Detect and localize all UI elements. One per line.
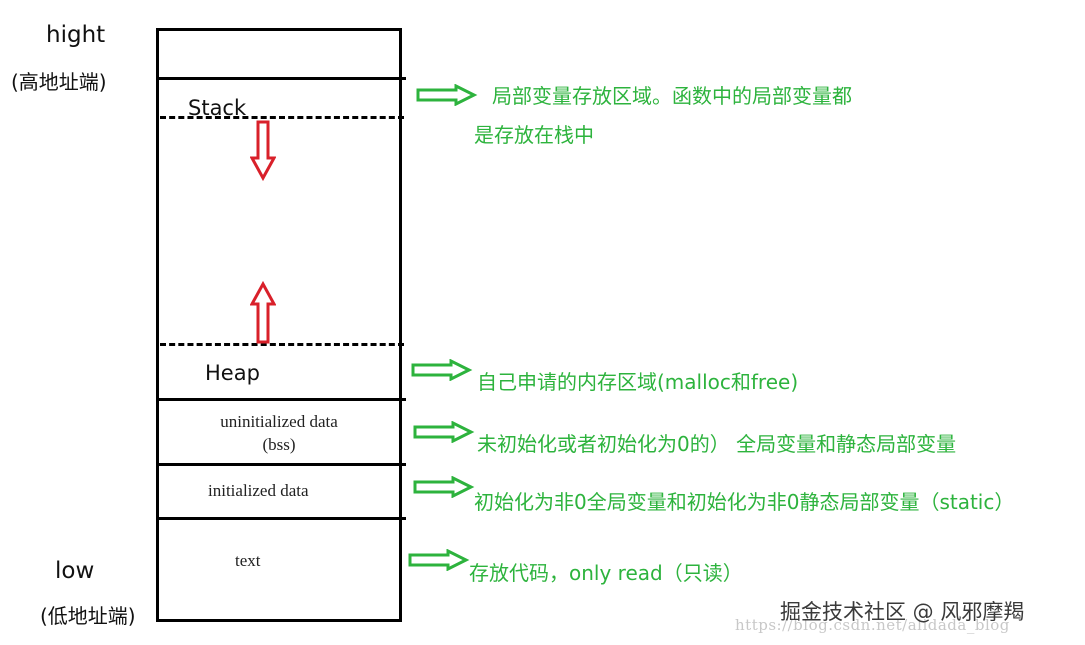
- stack-pointer-arrow-icon: [416, 84, 478, 106]
- bss-annotation: 未初始化或者初始化为0的） 全局变量和静态局部变量: [477, 432, 957, 456]
- high-address-sublabel: (高地址端): [11, 70, 107, 94]
- divider-bss-data: [156, 463, 406, 466]
- divider-heap-bss: [156, 398, 406, 401]
- high-address-label: hight: [46, 22, 106, 48]
- bss-segment-label-line1: uninitialized data: [220, 412, 338, 431]
- text-pointer-arrow-icon: [408, 549, 470, 571]
- heap-growth-up-arrow-icon: [250, 281, 276, 344]
- watermark-brand: 掘金技术社区 @ 风邪摩羯: [780, 600, 1025, 624]
- stack-annotation-line2: 是存放在栈中: [474, 123, 594, 147]
- stack-dashed-boundary: [160, 116, 404, 119]
- memory-block: [156, 28, 402, 622]
- bss-pointer-arrow-icon: [413, 421, 475, 443]
- heap-pointer-arrow-icon: [411, 359, 473, 381]
- heap-dashed-boundary: [160, 343, 404, 346]
- low-address-label: low: [55, 558, 95, 584]
- heap-segment-label: Heap: [205, 361, 260, 385]
- data-pointer-arrow-icon: [413, 476, 475, 498]
- divider-data-text: [156, 517, 406, 520]
- text-segment-label: text: [235, 551, 261, 570]
- stack-annotation-line1: 局部变量存放区域。函数中的局部变量都: [492, 84, 852, 108]
- bss-segment-label-line2: (bss): [262, 435, 296, 454]
- text-annotation: 存放代码，only read（只读）: [469, 561, 743, 585]
- data-annotation: 初始化为非0全局变量和初始化为非0静态局部变量（static）: [474, 490, 1015, 514]
- low-address-sublabel: (低地址端): [40, 604, 136, 628]
- stack-growth-down-arrow-icon: [250, 120, 276, 182]
- watermark-url: https://blog.csdn.net/alidada_blog: [735, 616, 1010, 634]
- divider-top-stack: [156, 77, 406, 80]
- data-segment-label: initialized data: [208, 481, 309, 500]
- stack-segment-label: Stack: [188, 96, 247, 120]
- heap-annotation: 自己申请的内存区域(malloc和free): [477, 370, 799, 394]
